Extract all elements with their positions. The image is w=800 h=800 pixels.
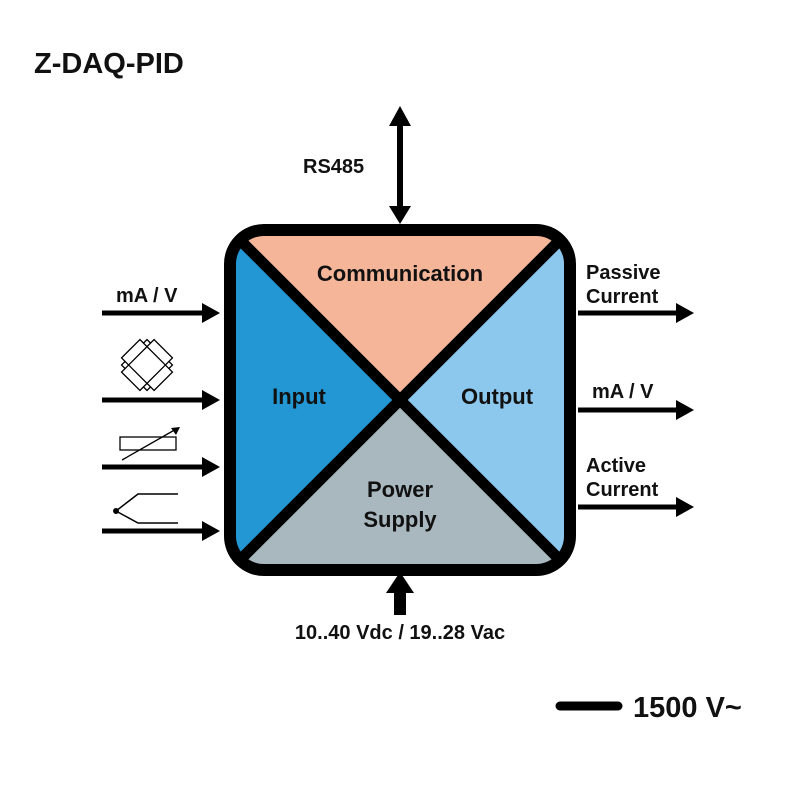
input-section bbox=[230, 230, 400, 570]
input-arrow bbox=[102, 390, 220, 410]
module-border bbox=[224, 224, 576, 576]
supply-label: 10..40 Vdc / 19..28 Vac bbox=[295, 622, 505, 644]
output-passive-line1: Passive bbox=[586, 262, 661, 284]
power-label-line2: Supply bbox=[363, 507, 437, 532]
resistor-bridge-icon bbox=[120, 338, 174, 392]
input-ma-v-label: mA / V bbox=[116, 285, 178, 307]
output-passive-line2: Current bbox=[586, 286, 659, 308]
output-arrow bbox=[578, 497, 694, 517]
rs485-arrow bbox=[389, 106, 411, 224]
communication-section bbox=[230, 230, 570, 400]
output-label: Output bbox=[461, 384, 534, 409]
output-arrow bbox=[578, 400, 694, 420]
rs485-label: RS485 bbox=[303, 156, 364, 178]
diagram-title: Z-DAQ-PID bbox=[34, 48, 184, 80]
input-label: Input bbox=[272, 384, 326, 409]
supply-arrow bbox=[386, 572, 414, 615]
module-block bbox=[230, 230, 570, 570]
isolation-label: 1500 V~ bbox=[633, 692, 742, 724]
output-active-line1: Active bbox=[586, 455, 646, 477]
output-section bbox=[400, 230, 570, 570]
input-arrow bbox=[102, 303, 220, 323]
power-label-line1: Power bbox=[367, 477, 433, 502]
output-ma-v-label: mA / V bbox=[592, 381, 654, 403]
communication-label: Communication bbox=[317, 261, 483, 286]
input-arrow bbox=[102, 521, 220, 541]
input-arrow bbox=[102, 457, 220, 477]
thermocouple-icon bbox=[113, 493, 178, 524]
output-arrow bbox=[578, 303, 694, 323]
potentiometer-icon bbox=[119, 427, 180, 461]
output-active-line2: Current bbox=[586, 479, 659, 501]
power-section bbox=[230, 400, 570, 570]
